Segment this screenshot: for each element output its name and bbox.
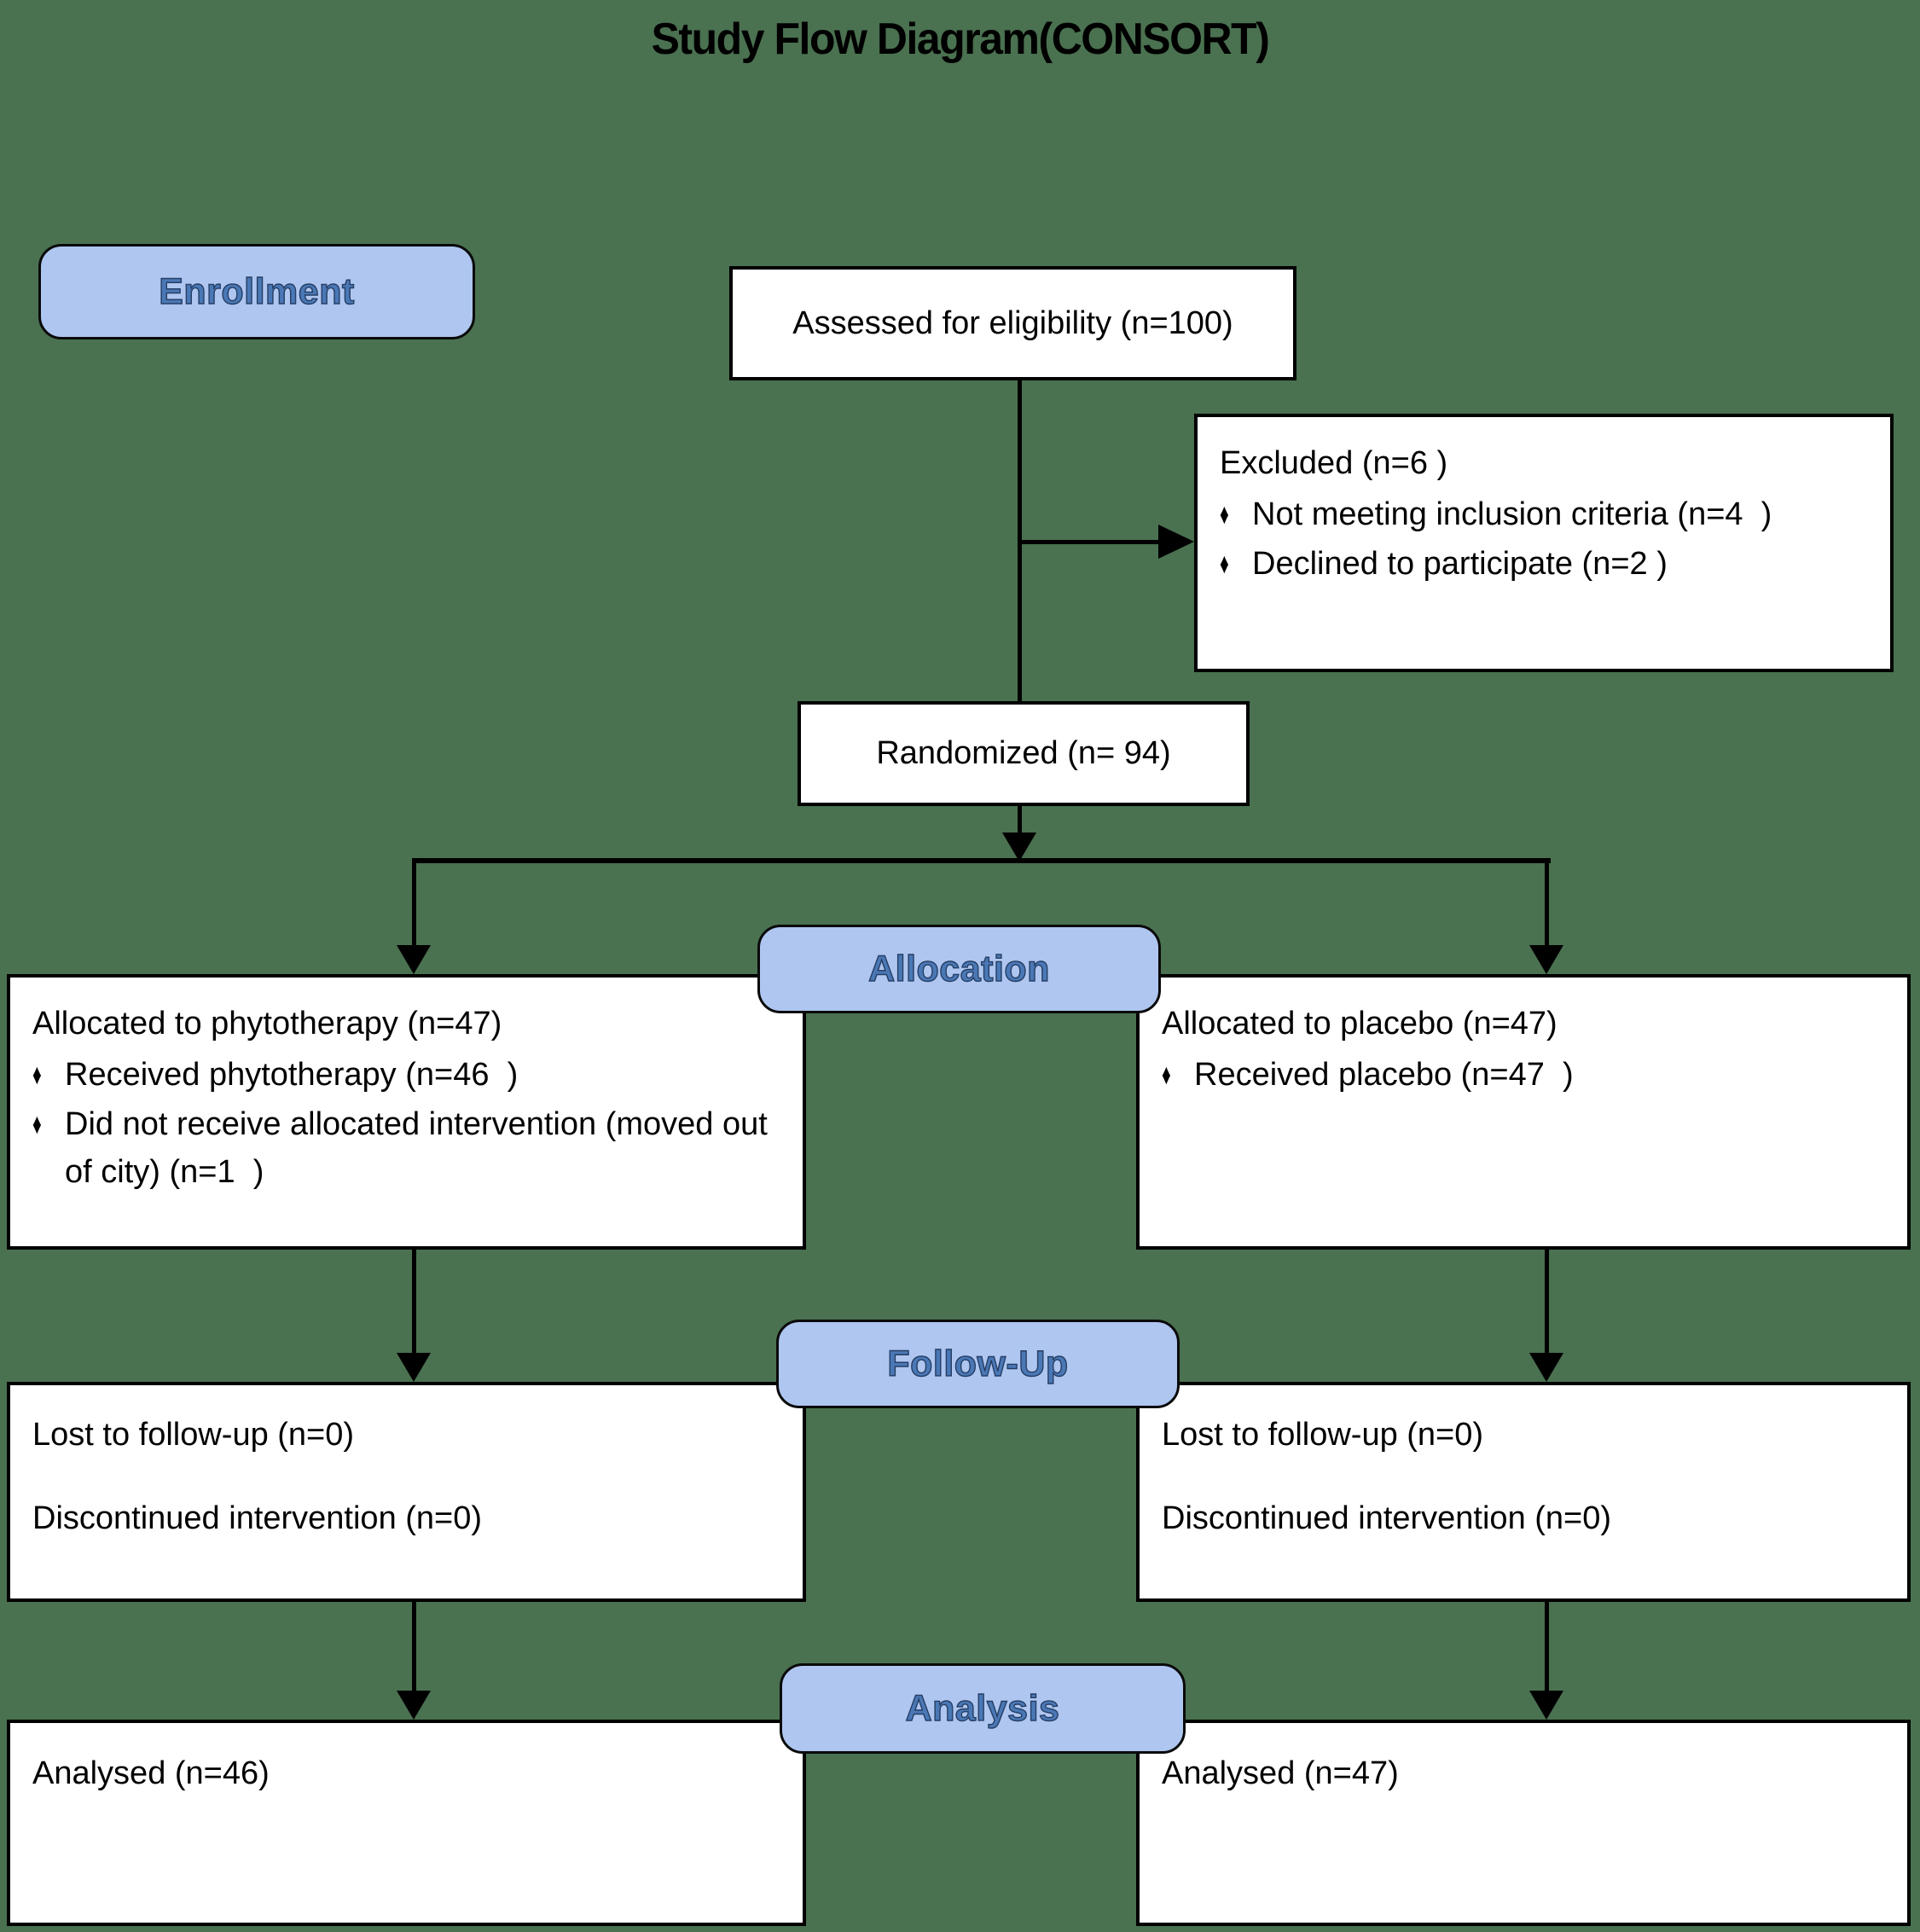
bullet-text: Received phytotherapy (n=46 )	[65, 1057, 519, 1093]
connector-allocation-to-followup-left	[412, 1250, 416, 1356]
arrowhead-branch-icon	[1002, 833, 1036, 862]
node-assessed: Assessed for eligibility (n=100)	[729, 266, 1296, 380]
bullet-text: Received placebo (n=47 )	[1194, 1057, 1574, 1093]
bullet-text: Did not receive allocated intervention (…	[65, 1106, 777, 1190]
arrowhead-analysis-left-icon	[397, 1691, 431, 1720]
bullet-text: Not meeting inclusion criteria (n=4 )	[1252, 496, 1772, 532]
arrowhead-excluded-icon	[1158, 525, 1194, 559]
node-followup-placebo: Lost to follow-up (n=0) Discontinued int…	[1136, 1382, 1911, 1602]
list-item: ♦ Received phytotherapy (n=46 )	[32, 1051, 784, 1099]
node-analysis-phytotherapy: Analysed (n=46)	[7, 1720, 806, 1926]
list-item: ♦ Not meeting inclusion criteria (n=4 )	[1220, 490, 1871, 538]
node-randomized: Randomized (n= 94)	[798, 701, 1250, 806]
connector-branch-right	[1545, 858, 1549, 949]
phase-followup-label: Follow-Up	[887, 1343, 1069, 1384]
arrowhead-followup-right-icon	[1529, 1353, 1563, 1382]
node-randomized-text: Randomized (n= 94)	[876, 735, 1171, 771]
phase-analysis-label: Analysis	[905, 1687, 1060, 1729]
branch-line	[412, 858, 1551, 863]
connector-followup-to-analysis-right	[1545, 1602, 1549, 1692]
arrowhead-followup-left-icon	[397, 1353, 431, 1382]
connector-allocation-to-followup-right	[1545, 1250, 1549, 1356]
phase-enrollment-label: Enrollment	[159, 270, 355, 312]
connector-branch-left	[412, 858, 416, 949]
phase-followup: Follow-Up	[776, 1320, 1180, 1408]
list-item: ♦ Did not receive allocated intervention…	[32, 1100, 784, 1196]
connector-to-excluded	[1019, 540, 1162, 544]
arrowhead-allocation-right-icon	[1529, 945, 1563, 974]
phase-enrollment: Enrollment	[38, 244, 475, 339]
diamond-bullet-icon: ♦	[1220, 498, 1229, 531]
node-analysis-placebo: Analysed (n=47)	[1136, 1720, 1911, 1926]
node-allocation-phytotherapy: Allocated to phytotherapy (n=47) ♦ Recei…	[7, 974, 806, 1250]
phase-allocation: Allocation	[757, 925, 1161, 1013]
followup-right-line1: Lost to follow-up (n=0)	[1162, 1417, 1484, 1453]
arrowhead-allocation-left-icon	[397, 945, 431, 974]
phase-analysis: Analysis	[780, 1663, 1186, 1754]
node-allocation-left-bullets: ♦ Received phytotherapy (n=46 ) ♦ Did no…	[32, 1051, 784, 1196]
followup-left-line2: Discontinued intervention (n=0)	[32, 1500, 483, 1536]
connector-followup-to-analysis-left	[412, 1602, 416, 1692]
diamond-bullet-icon: ♦	[1220, 548, 1229, 580]
node-allocation-placebo: Allocated to placebo (n=47) ♦ Received p…	[1136, 974, 1911, 1250]
node-allocation-right-heading: Allocated to placebo (n=47)	[1162, 1006, 1557, 1041]
node-allocation-left-heading: Allocated to phytotherapy (n=47)	[32, 1006, 502, 1041]
list-item: ♦ Received placebo (n=47 )	[1162, 1051, 1888, 1099]
diamond-bullet-icon: ♦	[32, 1059, 42, 1091]
bullet-text: Declined to participate (n=2 )	[1252, 546, 1668, 582]
node-followup-phytotherapy: Lost to follow-up (n=0) Discontinued int…	[7, 1382, 806, 1602]
node-excluded-heading: Excluded (n=6 )	[1220, 445, 1448, 481]
node-excluded: Excluded (n=6 ) ♦ Not meeting inclusion …	[1194, 414, 1894, 672]
node-analysis-right-text: Analysed (n=47)	[1162, 1755, 1399, 1791]
connector-randomized-to-branch	[1018, 806, 1022, 838]
node-assessed-text: Assessed for eligibility (n=100)	[792, 305, 1233, 341]
phase-allocation-label: Allocation	[867, 948, 1050, 989]
diamond-bullet-icon: ♦	[32, 1108, 42, 1140]
node-allocation-right-bullets: ♦ Received placebo (n=47 )	[1162, 1051, 1888, 1099]
diagram-title: Study Flow Diagram(CONSORT)	[651, 15, 1270, 64]
node-analysis-left-text: Analysed (n=46)	[32, 1755, 270, 1791]
node-excluded-bullets: ♦ Not meeting inclusion criteria (n=4 ) …	[1220, 490, 1871, 588]
arrowhead-analysis-right-icon	[1529, 1691, 1563, 1720]
diamond-bullet-icon: ♦	[1162, 1059, 1171, 1091]
followup-right-line2: Discontinued intervention (n=0)	[1162, 1500, 1612, 1536]
list-item: ♦ Declined to participate (n=2 )	[1220, 540, 1871, 588]
followup-left-line1: Lost to follow-up (n=0)	[32, 1417, 355, 1453]
